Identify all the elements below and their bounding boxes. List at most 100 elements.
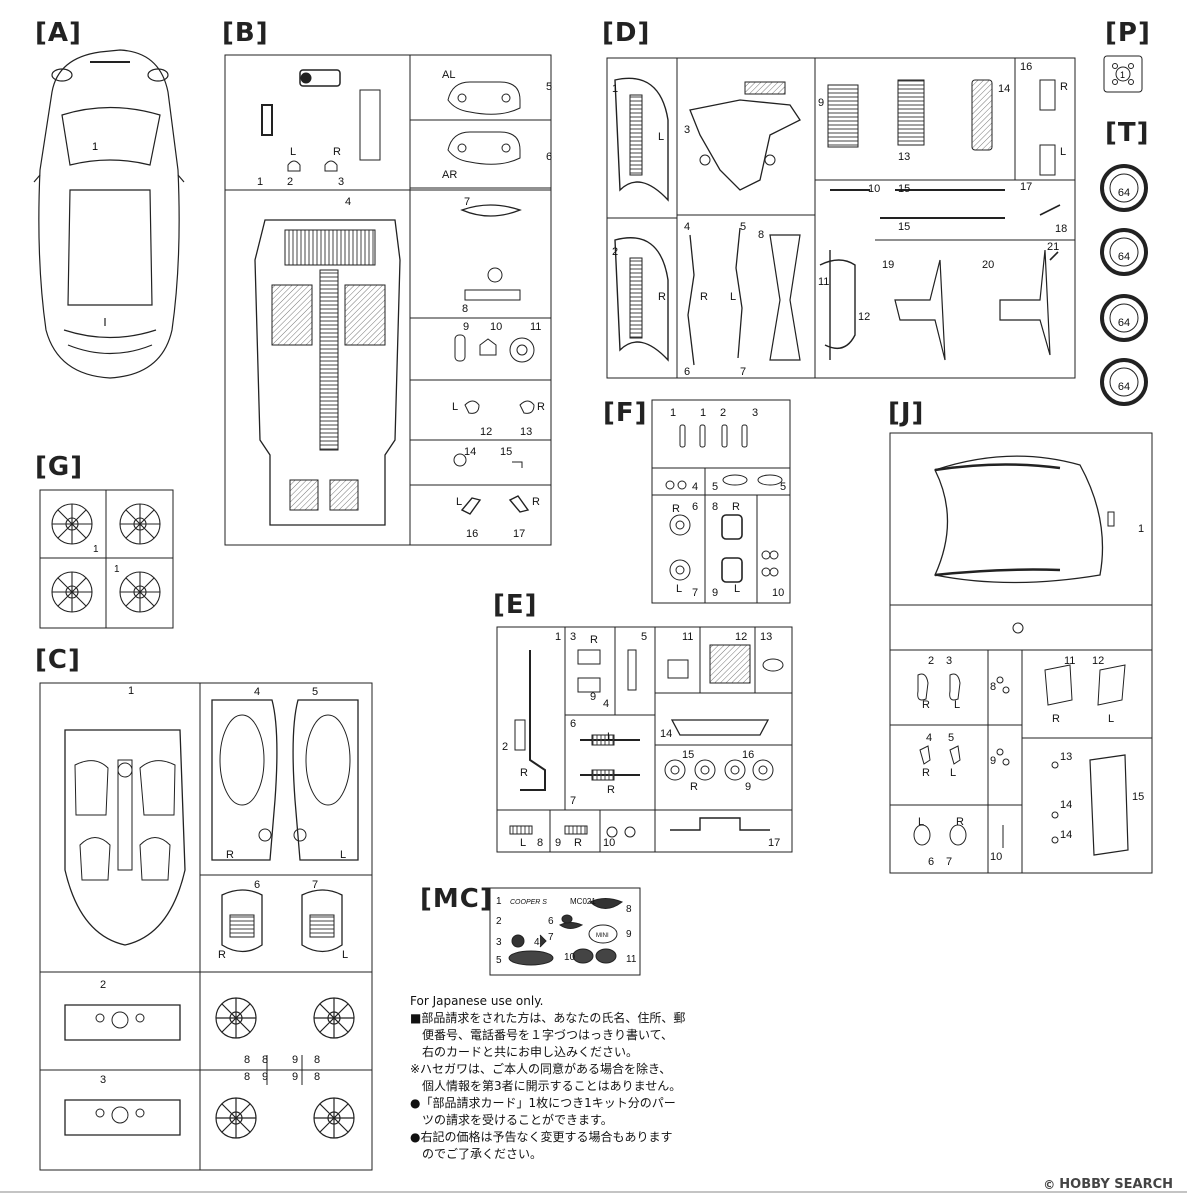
svg-text:14: 14 <box>1060 799 1072 811</box>
svg-text:2: 2 <box>612 246 618 258</box>
svg-text:11: 11 <box>818 276 829 288</box>
section-label-t: [T] <box>1105 118 1150 148</box>
svg-text:14: 14 <box>998 83 1010 95</box>
section-label-g: [G] <box>35 452 84 482</box>
svg-text:4: 4 <box>692 481 698 493</box>
svg-text:R: R <box>700 291 708 303</box>
svg-text:16: 16 <box>742 749 754 761</box>
svg-text:6: 6 <box>546 151 552 163</box>
svg-text:11: 11 <box>530 321 541 333</box>
decal-sheet-mc <box>489 887 641 976</box>
svg-text:L: L <box>340 849 346 861</box>
svg-text:R: R <box>1052 713 1060 725</box>
section-label-b: [B] <box>222 18 269 48</box>
svg-text:18: 18 <box>1055 223 1067 235</box>
svg-text:64: 64 <box>1118 187 1130 199</box>
svg-text:3: 3 <box>946 655 952 667</box>
section-label-c: [C] <box>35 645 81 675</box>
svg-text:6: 6 <box>928 856 934 868</box>
svg-text:9: 9 <box>292 1054 298 1066</box>
svg-text:8: 8 <box>712 501 718 513</box>
svg-text:9: 9 <box>463 321 469 333</box>
svg-text:6: 6 <box>570 718 576 730</box>
runner-g-labels: 1 1 <box>93 544 120 575</box>
svg-text:4: 4 <box>684 221 690 233</box>
svg-text:2: 2 <box>502 741 508 753</box>
svg-text:1: 1 <box>128 685 134 697</box>
svg-text:15: 15 <box>898 221 910 233</box>
svg-text:L: L <box>607 731 613 743</box>
seat-al <box>447 81 521 115</box>
note-heading: For Japanese use only. <box>410 994 544 1008</box>
p-part-1: 1 <box>1120 70 1125 80</box>
svg-text:9: 9 <box>990 755 996 767</box>
svg-text:L: L <box>954 699 960 711</box>
svg-text:64: 64 <box>1118 381 1130 393</box>
interior-tub <box>64 729 186 946</box>
svg-text:15: 15 <box>500 446 512 458</box>
note-line: のでご了承ください。 <box>422 1147 543 1161</box>
svg-text:COOPER S: COOPER S <box>510 899 547 906</box>
svg-text:6: 6 <box>692 501 698 513</box>
svg-text:8: 8 <box>626 904 632 915</box>
svg-text:1: 1 <box>700 407 706 419</box>
svg-text:3: 3 <box>684 124 690 136</box>
svg-text:R: R <box>956 816 964 828</box>
svg-text:10: 10 <box>564 952 576 963</box>
svg-text:1: 1 <box>93 544 99 555</box>
svg-text:9: 9 <box>262 1071 268 1083</box>
svg-text:4: 4 <box>926 732 932 744</box>
svg-text:5: 5 <box>546 81 552 93</box>
note-line: 便番号、電話番号を１字づつはっきり書いて、 <box>422 1028 674 1042</box>
svg-text:AL: AL <box>442 69 455 81</box>
svg-text:10: 10 <box>490 321 502 333</box>
svg-text:2: 2 <box>100 979 106 991</box>
svg-text:15: 15 <box>898 183 910 195</box>
watermark-text: HOBBY SEARCH <box>1059 1177 1173 1192</box>
svg-text:12: 12 <box>480 426 492 438</box>
svg-text:R: R <box>520 767 528 779</box>
svg-text:64: 64 <box>1118 251 1130 263</box>
svg-text:17: 17 <box>1020 181 1032 193</box>
runner-d-labels: 1 2 3 4 5 6 7 8 9 10 11 12 13 14 15 16 1… <box>612 61 1068 378</box>
svg-text:L: L <box>520 837 526 849</box>
svg-text:9: 9 <box>590 691 596 703</box>
svg-text:L: L <box>1060 146 1066 158</box>
svg-text:14: 14 <box>660 728 672 740</box>
svg-text:L: L <box>452 401 458 413</box>
svg-text:7: 7 <box>692 587 698 599</box>
svg-text:8: 8 <box>262 1054 268 1066</box>
svg-text:8: 8 <box>244 1071 250 1083</box>
svg-text:9: 9 <box>292 1071 298 1083</box>
svg-text:L: L <box>734 583 740 595</box>
svg-text:2: 2 <box>496 916 502 927</box>
svg-text:9: 9 <box>745 781 751 793</box>
svg-text:7: 7 <box>570 795 576 807</box>
svg-text:R: R <box>690 781 698 793</box>
svg-text:R: R <box>333 146 341 158</box>
svg-text:3: 3 <box>752 407 758 419</box>
svg-text:1: 1 <box>496 896 502 907</box>
svg-text:R: R <box>226 849 234 861</box>
watermark: © HOBBY SEARCH <box>1043 1177 1173 1192</box>
svg-text:R: R <box>658 291 666 303</box>
runner-b-labels: 1 2 3 4 5 6 7 8 9 10 11 12 13 14 15 16 1… <box>257 69 552 540</box>
runner-p <box>1103 55 1143 93</box>
svg-text:14: 14 <box>1060 829 1072 841</box>
svg-text:15: 15 <box>682 749 694 761</box>
section-label-j: [J] <box>888 398 925 428</box>
svg-text:16: 16 <box>1020 61 1032 73</box>
svg-text:4: 4 <box>345 196 351 208</box>
svg-text:5: 5 <box>312 686 318 698</box>
svg-text:3: 3 <box>338 176 344 188</box>
svg-text:12: 12 <box>858 311 870 323</box>
car-body-outline <box>38 49 180 379</box>
svg-text:8: 8 <box>314 1054 320 1066</box>
note-line: ■部品請求をされた方は、あなたの氏名、住所、郵 <box>410 1011 686 1025</box>
svg-text:5: 5 <box>948 732 954 744</box>
svg-text:1: 1 <box>1138 523 1144 535</box>
runner-t <box>1100 164 1148 406</box>
wheel <box>51 503 93 545</box>
svg-text:2: 2 <box>720 407 726 419</box>
svg-text:7: 7 <box>312 879 318 891</box>
